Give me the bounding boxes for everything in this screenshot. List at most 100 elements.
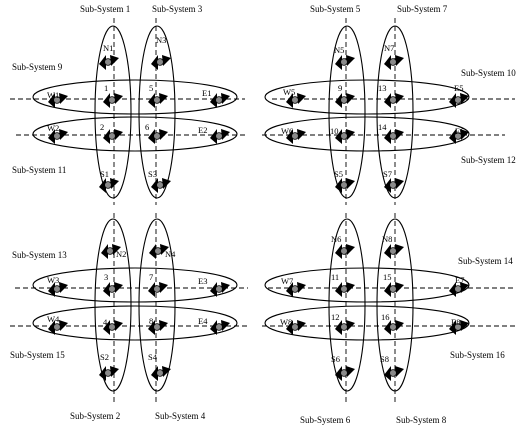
node-label-n2: N2 <box>116 249 126 259</box>
node-icon-s3 <box>150 177 172 194</box>
node-labels: N1 N3 W1 1 5 E1 W2 2 6 E2 S1 S3 N5 N7 W5… <box>47 35 464 364</box>
node-label-3: 3 <box>104 272 108 282</box>
node-label-e3: E3 <box>198 276 207 286</box>
ellipse-subsystem-1 <box>94 25 132 199</box>
label-subsystem-10: Sub-System 10 <box>461 68 516 78</box>
node-label-14: 14 <box>378 122 387 132</box>
label-subsystem-14: Sub-System 14 <box>458 256 513 266</box>
horizontal-dashed-lines <box>10 98 515 327</box>
ellipse-subsystem-3 <box>138 25 176 199</box>
node-label-e1: E1 <box>202 88 211 98</box>
label-subsystem-12: Sub-System 12 <box>461 155 516 165</box>
ellipse-subsystem-11 <box>32 116 238 152</box>
node-label-7: 7 <box>149 272 153 282</box>
node-label-s5: S5 <box>334 169 343 179</box>
node-icon-5 <box>147 92 169 109</box>
node-icon-7 <box>147 281 169 298</box>
node-icon-2 <box>102 128 124 145</box>
node-icon-e5 <box>448 92 470 109</box>
node-icon-16 <box>383 319 405 336</box>
node-label-6: 6 <box>145 122 149 132</box>
node-icon-15 <box>383 281 405 298</box>
ellipse-subsystem-5 <box>328 25 366 199</box>
node-label-4: 4 <box>103 317 108 327</box>
label-subsystem-16: Sub-System 16 <box>450 350 505 360</box>
node-label-n3: N3 <box>156 35 166 45</box>
label-subsystem-3: Sub-System 3 <box>152 4 203 14</box>
node-label-e2: E2 <box>198 125 207 135</box>
ellipse-subsystem-8 <box>376 218 414 392</box>
node-icon-e1 <box>209 92 231 109</box>
ellipse-subsystem-2 <box>94 218 132 392</box>
node-label-15: 15 <box>383 272 392 282</box>
node-label-1: 1 <box>104 83 108 93</box>
node-label-w7: W7 <box>281 276 293 286</box>
label-subsystem-7: Sub-System 7 <box>397 4 448 14</box>
node-label-w2: W2 <box>47 123 59 133</box>
node-label-w5: W5 <box>283 87 295 97</box>
node-icon-n5 <box>334 54 356 71</box>
label-subsystem-8: Sub-System 8 <box>396 415 447 425</box>
node-label-w1: W1 <box>47 90 59 100</box>
node-icon-s5 <box>334 177 356 194</box>
subsystem-labels: Sub-System 1 Sub-System 3 Sub-System 5 S… <box>10 4 516 425</box>
node-label-16: 16 <box>381 312 390 322</box>
node-icon-s2 <box>98 365 120 382</box>
ellipse-subsystem-13 <box>32 267 238 303</box>
node-icon-12 <box>334 319 356 336</box>
node-label-s1: S1 <box>100 169 109 179</box>
ellipse-subsystem-6 <box>328 218 366 392</box>
node-label-s2: S2 <box>100 352 109 362</box>
node-label-n7: N7 <box>384 43 394 53</box>
label-subsystem-1: Sub-System 1 <box>80 4 130 14</box>
ellipse-subsystem-14 <box>264 267 470 303</box>
node-icon-14 <box>383 128 405 145</box>
node-label-e4: E4 <box>198 316 208 326</box>
node-icon-n8 <box>383 243 405 260</box>
node-label-n6: N6 <box>331 234 341 244</box>
ellipse-subsystem-4 <box>138 218 176 392</box>
node-label-10: 10 <box>330 126 339 136</box>
node-icon-13 <box>383 92 405 109</box>
node-label-8: 8 <box>149 316 153 326</box>
label-subsystem-6: Sub-System 6 <box>300 415 351 425</box>
node-label-w3: W3 <box>47 275 59 285</box>
node-icon-6 <box>147 128 169 145</box>
vertical-dashed-lines <box>113 18 396 405</box>
node-label-s4: S4 <box>148 352 158 362</box>
node-icon-9 <box>334 92 356 109</box>
node-icon-n3 <box>150 54 172 71</box>
node-label-w4: W4 <box>47 314 60 324</box>
node-label-s6: S6 <box>331 354 340 364</box>
node-icon-s7 <box>383 177 405 194</box>
node-label-12: 12 <box>331 312 340 322</box>
node-label-e8: E8 <box>451 317 460 327</box>
label-subsystem-2: Sub-System 2 <box>70 411 120 421</box>
node-icons <box>47 54 470 382</box>
node-label-5: 5 <box>149 83 153 93</box>
label-subsystem-13: Sub-System 13 <box>12 250 67 260</box>
ellipse-subsystem-16 <box>264 305 470 341</box>
node-label-9: 9 <box>338 83 342 93</box>
node-label-e5: E5 <box>454 83 463 93</box>
ellipse-subsystem-15 <box>32 305 238 341</box>
ellipse-subsystem-9 <box>32 79 238 115</box>
node-icon-1 <box>102 92 124 109</box>
node-label-n4: N4 <box>165 249 176 259</box>
label-subsystem-15: Sub-System 15 <box>10 350 65 360</box>
ellipse-subsystem-10 <box>264 79 470 115</box>
node-icon-3 <box>102 281 124 298</box>
node-label-n5: N5 <box>334 45 344 55</box>
node-label-n8: N8 <box>382 234 392 244</box>
node-label-n1: N1 <box>103 43 113 53</box>
node-icon-s8 <box>383 365 405 382</box>
node-label-e7: E7 <box>455 275 464 285</box>
label-subsystem-5: Sub-System 5 <box>310 4 361 14</box>
subsystem-ellipses <box>32 25 470 392</box>
label-subsystem-9: Sub-System 9 <box>12 62 63 72</box>
node-label-11: 11 <box>331 272 339 282</box>
node-label-w8: W8 <box>280 317 292 327</box>
label-subsystem-11: Sub-System 11 <box>12 165 66 175</box>
node-label-e6: E6 <box>455 126 464 136</box>
node-icon-11 <box>334 281 356 298</box>
